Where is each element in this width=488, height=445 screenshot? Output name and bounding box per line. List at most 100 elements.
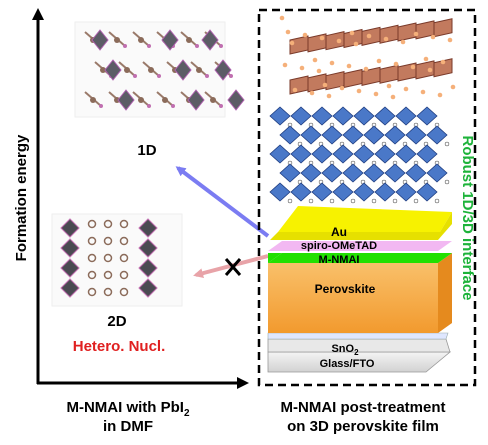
organic-dot bbox=[400, 39, 406, 45]
iodide-atom bbox=[229, 74, 233, 78]
chain-octahedron bbox=[397, 22, 417, 42]
1d-chain-structure bbox=[279, 15, 456, 100]
blue-octahedron bbox=[279, 125, 301, 145]
structure-2d-atoms bbox=[60, 218, 158, 298]
octahedron bbox=[214, 59, 232, 81]
chain-octahedron bbox=[307, 73, 327, 93]
3d-lattice-structure bbox=[269, 106, 450, 204]
blue-octahedron bbox=[269, 144, 291, 164]
molecule-ring bbox=[119, 253, 129, 263]
iodide-atom bbox=[205, 74, 209, 78]
octahedron bbox=[117, 89, 135, 111]
blue-octahedron bbox=[311, 144, 333, 164]
y-axis-label: Formation energy bbox=[13, 134, 30, 261]
organic-dot bbox=[423, 56, 429, 62]
a-site-cation bbox=[329, 198, 335, 204]
arrow-to-1d bbox=[175, 166, 270, 238]
glass-fto-label: Glass/FTO bbox=[320, 358, 375, 370]
organic-dot bbox=[390, 94, 396, 100]
iodide-atom bbox=[195, 44, 199, 48]
caption-line2: on 3D perovskite film bbox=[287, 418, 439, 435]
molecule-ring bbox=[119, 287, 129, 297]
blue-octahedron bbox=[416, 144, 438, 164]
organic-dot bbox=[282, 62, 288, 68]
molecule-atom bbox=[138, 37, 144, 43]
blue-octahedron bbox=[332, 106, 354, 126]
iodide-atom bbox=[171, 104, 175, 108]
structure-1d-image bbox=[74, 21, 245, 118]
a-site-cation bbox=[444, 141, 450, 147]
molecule-atom bbox=[114, 37, 120, 43]
organic-dot bbox=[322, 82, 328, 88]
organic-dot bbox=[386, 83, 392, 89]
organic-dot bbox=[302, 32, 308, 38]
octahedron bbox=[60, 238, 80, 258]
organic-dot bbox=[356, 88, 362, 94]
molecule-atom bbox=[162, 97, 168, 103]
organic-dot bbox=[450, 84, 456, 90]
chain-octahedron bbox=[343, 68, 363, 89]
molecule-ring bbox=[119, 270, 129, 280]
molecule-ring bbox=[103, 219, 113, 229]
blue-octahedron bbox=[353, 106, 375, 126]
sno2-label: SnO2 bbox=[331, 343, 359, 357]
molecule-ring bbox=[87, 287, 97, 297]
au-label: Au bbox=[331, 225, 347, 239]
organic-dot bbox=[336, 38, 342, 44]
organic-dot bbox=[373, 91, 379, 97]
blue-octahedron bbox=[395, 144, 417, 164]
a-site-cation bbox=[413, 198, 419, 204]
post-treatment-panel bbox=[257, 8, 477, 387]
x-axis-label-line1: M-NMAI with PbI2 bbox=[66, 399, 189, 419]
blue-octahedron bbox=[384, 125, 406, 145]
octahedron bbox=[138, 278, 158, 298]
blue-octahedron bbox=[290, 106, 312, 126]
blue-octahedron bbox=[363, 125, 385, 145]
blue-octahedron bbox=[300, 125, 322, 145]
mnmai-label: M-NMAI bbox=[319, 254, 360, 266]
organic-dot bbox=[309, 90, 315, 96]
octahedron bbox=[138, 258, 158, 278]
blue-octahedron bbox=[384, 163, 406, 183]
molecule-ring bbox=[119, 236, 129, 246]
iodide-atom bbox=[219, 104, 223, 108]
organic-dot bbox=[292, 87, 298, 93]
blue-octahedron bbox=[332, 182, 354, 202]
x-axis-label-subscript: 2 bbox=[184, 408, 190, 419]
organic-dot bbox=[316, 68, 322, 74]
x-mark-icon bbox=[224, 258, 242, 276]
organic-dot bbox=[349, 30, 355, 36]
molecule-ring bbox=[103, 287, 113, 297]
organic-dot bbox=[427, 67, 433, 73]
organic-dot bbox=[437, 92, 443, 98]
blue-octahedron bbox=[269, 182, 291, 202]
blue-octahedron bbox=[342, 163, 364, 183]
chain-octahedron bbox=[433, 58, 453, 78]
perovskite-label: Perovskite bbox=[315, 282, 376, 296]
octahedron bbox=[187, 89, 205, 111]
blue-octahedron bbox=[342, 125, 364, 145]
a-site-cation bbox=[434, 198, 440, 204]
blue-octahedron bbox=[290, 144, 312, 164]
sno2-layer bbox=[267, 332, 449, 340]
molecule-ring bbox=[119, 219, 129, 229]
blue-octahedron bbox=[311, 182, 333, 202]
molecule-ring bbox=[87, 236, 97, 246]
organic-dot bbox=[329, 60, 335, 66]
blue-octahedron bbox=[321, 125, 343, 145]
chain-octahedron bbox=[325, 31, 345, 51]
octahedron bbox=[60, 258, 80, 278]
blue-octahedron bbox=[290, 182, 312, 202]
organic-dot bbox=[346, 63, 352, 69]
molecule-ring bbox=[103, 236, 113, 246]
molecule-atom bbox=[138, 97, 144, 103]
chain-octahedron bbox=[433, 18, 453, 38]
iodide-atom bbox=[147, 104, 151, 108]
organic-dot bbox=[447, 37, 453, 43]
spiro-label: spiro-OMeTAD bbox=[301, 240, 377, 252]
blue-octahedron bbox=[426, 163, 448, 183]
x-axis-label-line2: in DMF bbox=[103, 418, 153, 435]
organic-dot bbox=[430, 34, 436, 40]
blue-octahedron bbox=[395, 182, 417, 202]
x-axis-label-main: M-NMAI with PbI bbox=[66, 399, 183, 416]
